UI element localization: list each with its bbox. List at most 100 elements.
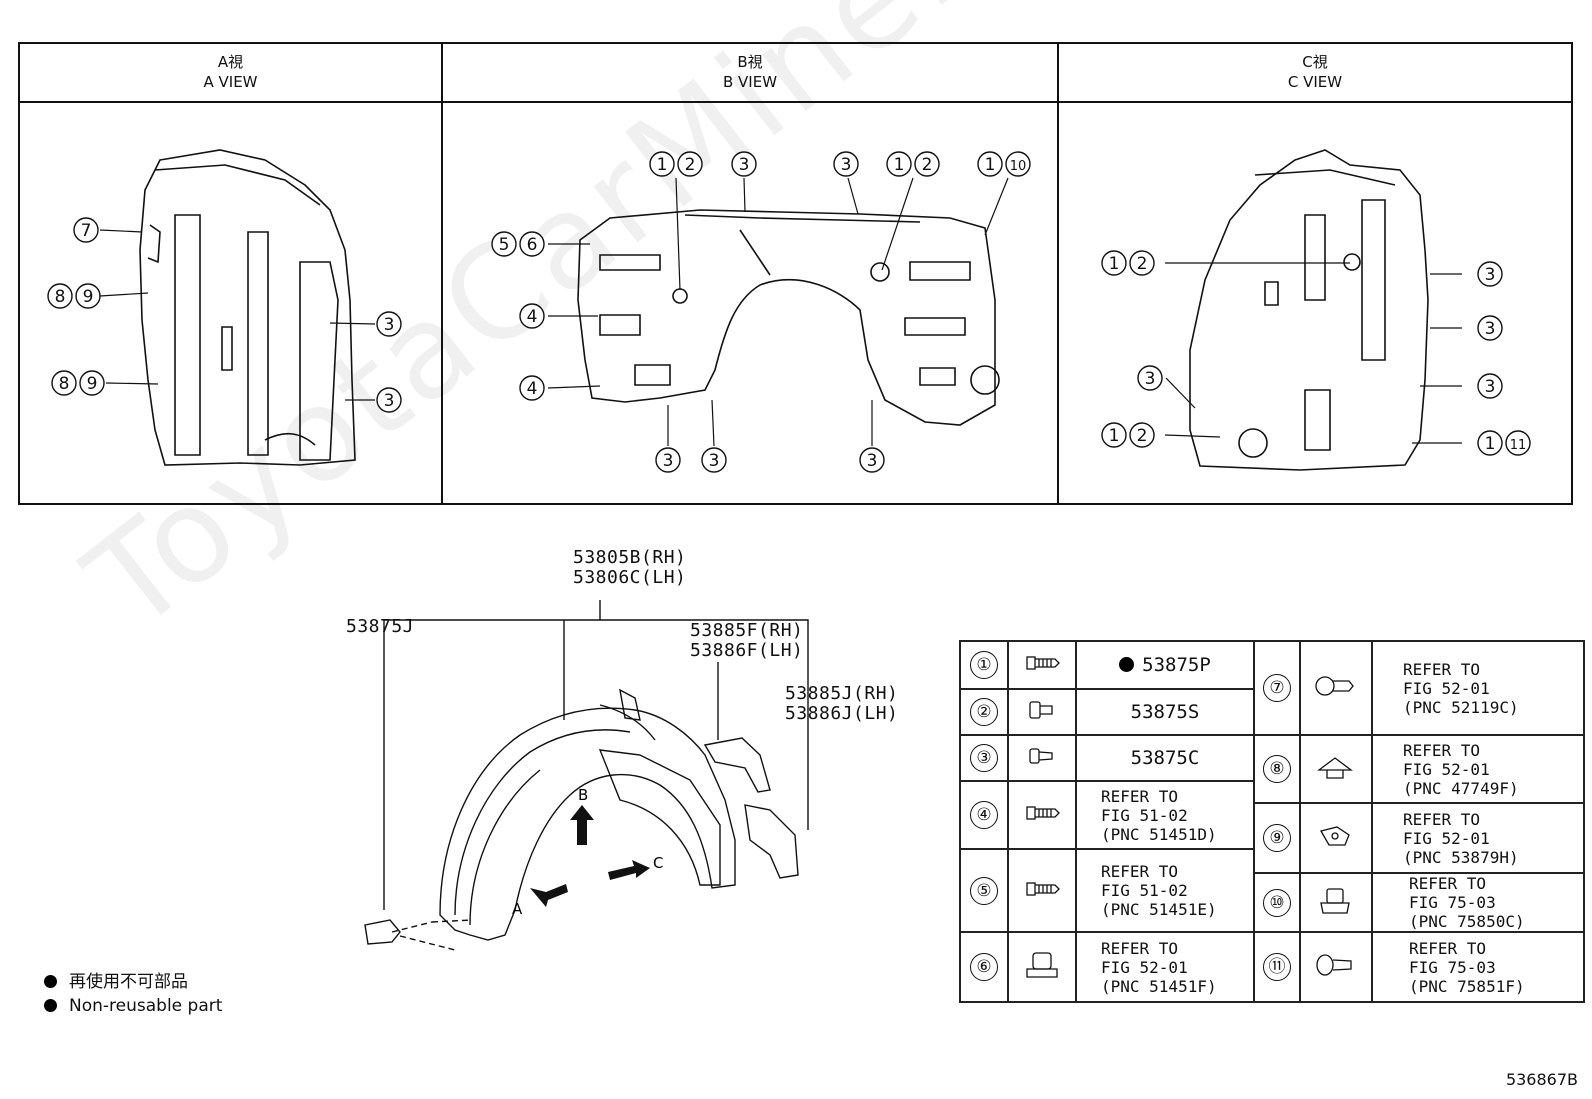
- table-num-cell: ⑧: [1253, 734, 1301, 804]
- svg-text:2: 2: [1137, 254, 1148, 274]
- svg-text:2: 2: [922, 155, 933, 175]
- svg-text:3: 3: [1145, 369, 1156, 389]
- bracket-nut-icon: [1026, 952, 1058, 978]
- c-view-callouts: [1164, 262, 1462, 444]
- header-b-view: B視 B VIEW: [442, 52, 1058, 92]
- part-cell-5: REFER TO FIG 51-02 (PNC 51451E): [1075, 848, 1255, 933]
- table-icon-cell: [1007, 688, 1077, 736]
- figure-id: 536867B: [1505, 1070, 1578, 1089]
- table-icon-cell: [1007, 931, 1077, 1003]
- callout-c-3-r1: 3: [1477, 261, 1503, 287]
- a-view-callouts: [99, 229, 376, 401]
- part-number-nut: 53875J: [346, 616, 415, 637]
- nut-clip-icon: [1320, 887, 1350, 914]
- table-icon-cell: [1299, 734, 1373, 804]
- svg-text:1: 1: [657, 155, 668, 175]
- part-cell-2: 53875S: [1075, 688, 1255, 736]
- header-b-en: B VIEW: [722, 73, 778, 91]
- parts-row: ① 53875P ⑦ REFER TO FIG 52-01 (PNC 52119…: [959, 640, 1585, 736]
- svg-text:3: 3: [663, 451, 674, 471]
- table-icon-cell: [1299, 640, 1373, 736]
- screw-clip-icon: [1026, 806, 1060, 820]
- callout-b-3-bottom-2: 3: [701, 447, 727, 473]
- svg-text:3: 3: [867, 451, 878, 471]
- part-number-splash-shield: 53885J(RH) 53886J(LH): [785, 683, 899, 724]
- svg-text:3: 3: [1485, 377, 1496, 397]
- callout-b-3-bottom-1: 3: [655, 447, 681, 473]
- part-cell-10: REFER TO FIG 75-03 (PNC 75850C): [1371, 872, 1585, 933]
- svg-text:2: 2: [1137, 426, 1148, 446]
- table-num-cell: ⑦: [1253, 640, 1301, 736]
- svg-text:3: 3: [384, 391, 395, 411]
- screw-clip-icon: [1026, 656, 1060, 670]
- nonreusable-dot-icon: [44, 999, 57, 1012]
- svg-text:1: 1: [894, 155, 905, 175]
- table-num-cell: ⑤: [959, 848, 1009, 933]
- header-c-en: C VIEW: [1287, 73, 1343, 91]
- svg-text:3: 3: [841, 155, 852, 175]
- svg-text:2: 2: [685, 155, 696, 175]
- table-icon-cell: [1007, 640, 1077, 690]
- part-cell-1: 53875P: [1075, 640, 1255, 690]
- part-cell-7: REFER TO FIG 52-01 (PNC 52119C): [1371, 640, 1585, 736]
- legend-jp-row: 再使用不可部品: [44, 970, 222, 994]
- callout-c-3-r3: 3: [1477, 373, 1503, 399]
- legend: 再使用不可部品 Non-reusable part: [44, 970, 222, 1018]
- svg-text:6: 6: [527, 235, 538, 255]
- bolt-icon: [1029, 701, 1053, 719]
- part-cell-9: REFER TO FIG 52-01 (PNC 53879H): [1371, 802, 1585, 874]
- table-num-cell: ⑨: [1253, 802, 1301, 874]
- svg-text:1: 1: [1109, 426, 1120, 446]
- view-arrow-a: [530, 884, 568, 907]
- table-icon-cell: [1299, 931, 1373, 1003]
- fastener-clip-icon: [1317, 757, 1353, 779]
- view-arrow-a-label: A: [512, 900, 523, 918]
- header-c-view: C視 C VIEW: [1058, 52, 1572, 92]
- svg-text:9: 9: [83, 287, 94, 307]
- table-icon-cell: [1007, 734, 1077, 782]
- parts-row: ③ 53875C ⑧ REFER TO FIG 52-01 (PNC 47749…: [959, 734, 1585, 804]
- header-a-jp: A視: [217, 53, 244, 71]
- table-icon-cell: [1299, 872, 1373, 933]
- legend-en: Non-reusable part: [69, 996, 223, 1016]
- legend-jp: 再使用不可部品: [69, 972, 188, 992]
- callout-a-3-bottom: 3: [376, 387, 402, 413]
- part-cell-4: REFER TO FIG 51-02 (PNC 51451D): [1075, 780, 1255, 850]
- view-arrow-c: [608, 860, 650, 880]
- table-num-cell: ⑥: [959, 931, 1009, 1003]
- svg-text:9: 9: [87, 374, 98, 394]
- svg-text:1: 1: [1485, 434, 1496, 454]
- b-view-drawing: [577, 209, 1000, 426]
- table-icon-cell: [1299, 802, 1373, 874]
- parts-row: ⑥ REFER TO FIG 52-01 (PNC 51451F) ⑪ REFE…: [959, 931, 1585, 1003]
- nonreusable-dot-icon: [1119, 657, 1135, 672]
- nonreusable-dot-icon: [44, 975, 57, 988]
- table-num-cell: ③: [959, 734, 1009, 782]
- part-number-mudguard: 53885F(RH) 53886F(LH): [690, 620, 804, 661]
- svg-text:4: 4: [527, 379, 538, 399]
- part-cell-6: REFER TO FIG 52-01 (PNC 51451F): [1075, 931, 1255, 1003]
- screw-icon: [1029, 748, 1053, 764]
- callout-b-4-bottom: 4: [519, 375, 545, 401]
- parts-row: ④ REFER TO FIG 51-02 (PNC 51451D): [959, 780, 1584, 850]
- svg-text:1: 1: [1109, 254, 1120, 274]
- table-icon-cell: [1007, 780, 1077, 850]
- callout-b-3-top-left: 3: [731, 151, 757, 177]
- push-rivet-icon: [1316, 954, 1352, 976]
- svg-text:8: 8: [59, 374, 70, 394]
- svg-text:3: 3: [1485, 265, 1496, 285]
- parts-row: ⑨ REFER TO FIG 52-01 (PNC 53879H): [960, 802, 1585, 874]
- svg-text:11: 11: [1510, 438, 1527, 453]
- part-cell-3: 53875C: [1075, 734, 1255, 782]
- svg-text:3: 3: [709, 451, 720, 471]
- callout-b-3-bottom-3: 3: [859, 447, 885, 473]
- a-view-drawing: [139, 149, 356, 466]
